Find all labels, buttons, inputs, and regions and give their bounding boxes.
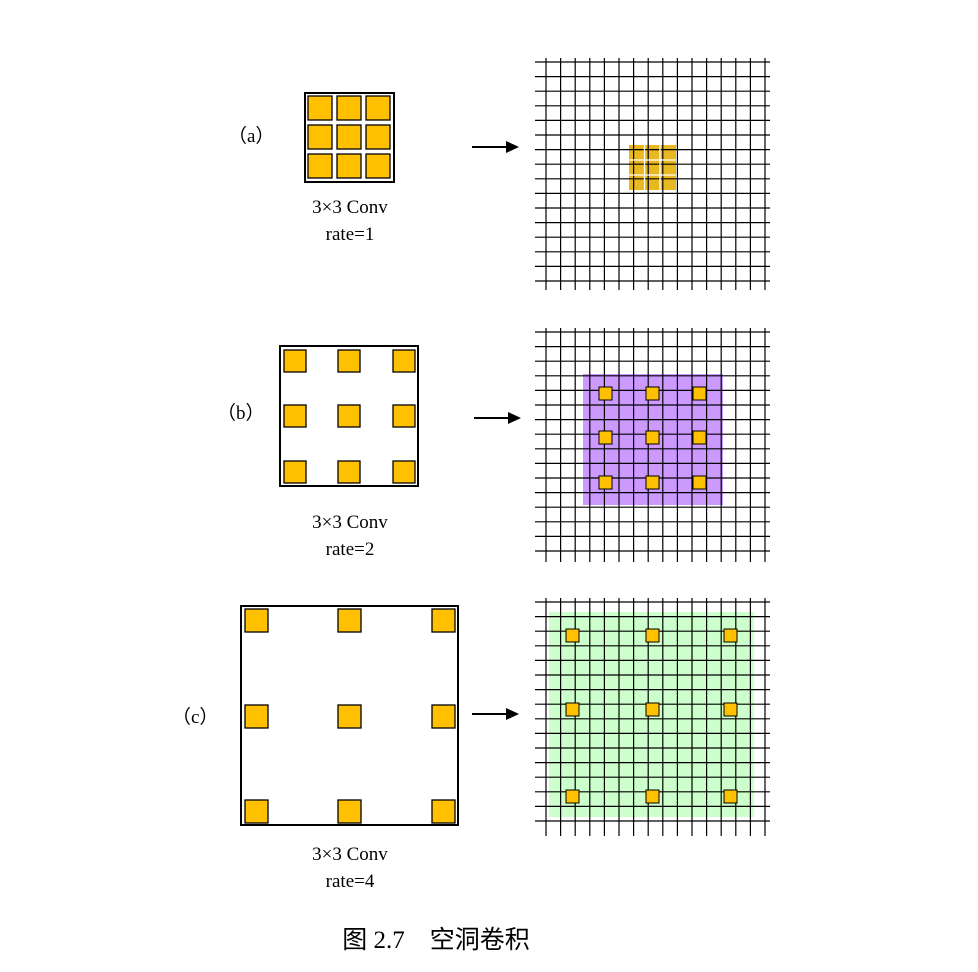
- kernel-cell: [431, 799, 456, 824]
- right-arrow-icon: [472, 141, 519, 153]
- sampled-cell: [692, 475, 707, 490]
- kernel-cell: [392, 349, 416, 373]
- sampled-cell: [692, 386, 707, 401]
- panel-b-output-grid: [535, 328, 770, 562]
- sampled-cell: [565, 628, 580, 643]
- panel-b-tag: （b）: [217, 402, 265, 424]
- panel-b: （b） 3×3 Conv rate=2: [217, 328, 770, 562]
- kernel-cell: [337, 404, 361, 428]
- panel-c-kernel-cells: [244, 608, 456, 824]
- kernel-cell: [283, 404, 307, 428]
- right-arrow-icon: [472, 708, 519, 720]
- panel-c-rate-label: rate=4: [326, 871, 375, 892]
- panel-b-rate-label: rate=2: [326, 539, 375, 560]
- sampled-cell: [645, 430, 660, 445]
- kernel-cell: [365, 95, 391, 121]
- kernel-cell: [307, 153, 333, 179]
- panel-a: （a） 3×3 Conv rate=1: [228, 58, 770, 290]
- kernel-cell: [337, 460, 361, 484]
- kernel-cell: [336, 124, 362, 150]
- panel-a-tag: （a）: [228, 125, 274, 147]
- sampled-cell: [723, 702, 738, 717]
- sampled-cell: [645, 789, 660, 804]
- panel-a-kernel-frame: [304, 92, 395, 183]
- sampled-cell: [645, 386, 660, 401]
- sampled-cell: [723, 789, 738, 804]
- kernel-cell: [283, 349, 307, 373]
- kernel-cell: [337, 349, 361, 373]
- sampled-cell: [598, 475, 613, 490]
- panel-b-kernel-frame: [279, 345, 419, 487]
- kernel-cell: [283, 460, 307, 484]
- receptive-block-inner-lines: [629, 145, 676, 190]
- kernel-cell: [365, 124, 391, 150]
- kernel-cell: [307, 124, 333, 150]
- panel-c-tag: （c）: [172, 706, 218, 728]
- kernel-cell: [337, 704, 362, 729]
- panel-a-kernel-cells: [307, 95, 391, 179]
- kernel-cell: [431, 608, 456, 633]
- kernel-cell: [392, 404, 416, 428]
- figure-caption: 图 2.7 空洞卷积: [342, 926, 530, 954]
- kernel-cell: [337, 799, 362, 824]
- kernel-cell: [244, 704, 269, 729]
- panel-a-rate-label: rate=1: [326, 224, 375, 245]
- sampled-cell: [645, 628, 660, 643]
- panel-b-kernel-cells: [283, 349, 416, 484]
- kernel-cell: [431, 704, 456, 729]
- panel-a-conv-label: 3×3 Conv: [312, 197, 388, 218]
- sampled-cell: [565, 702, 580, 717]
- kernel-cell: [244, 799, 269, 824]
- right-arrow-icon: [474, 412, 521, 424]
- sampled-cells: [565, 628, 738, 804]
- kernel-cell: [244, 608, 269, 633]
- sampled-cell: [598, 430, 613, 445]
- panel-c: （c） 3×3 Conv rate=4: [172, 598, 770, 892]
- panel-c-kernel-frame: [240, 605, 459, 826]
- sampled-cell: [692, 430, 707, 445]
- sampled-cell: [645, 702, 660, 717]
- kernel-cell: [307, 95, 333, 121]
- kernel-cell: [392, 460, 416, 484]
- sampled-cell: [645, 475, 660, 490]
- kernel-cell: [336, 95, 362, 121]
- panel-c-output-grid: [535, 598, 770, 836]
- panel-b-conv-label: 3×3 Conv: [312, 512, 388, 533]
- kernel-cell: [336, 153, 362, 179]
- sampled-cells: [598, 386, 707, 490]
- sampled-cell: [723, 628, 738, 643]
- kernel-cell: [337, 608, 362, 633]
- grid-lines: [535, 58, 770, 290]
- sampled-cell: [598, 386, 613, 401]
- panel-c-conv-label: 3×3 Conv: [312, 844, 388, 865]
- kernel-cell: [365, 153, 391, 179]
- receptive-field-block: [629, 145, 676, 190]
- panel-a-output-grid: [535, 58, 770, 290]
- sampled-cell: [565, 789, 580, 804]
